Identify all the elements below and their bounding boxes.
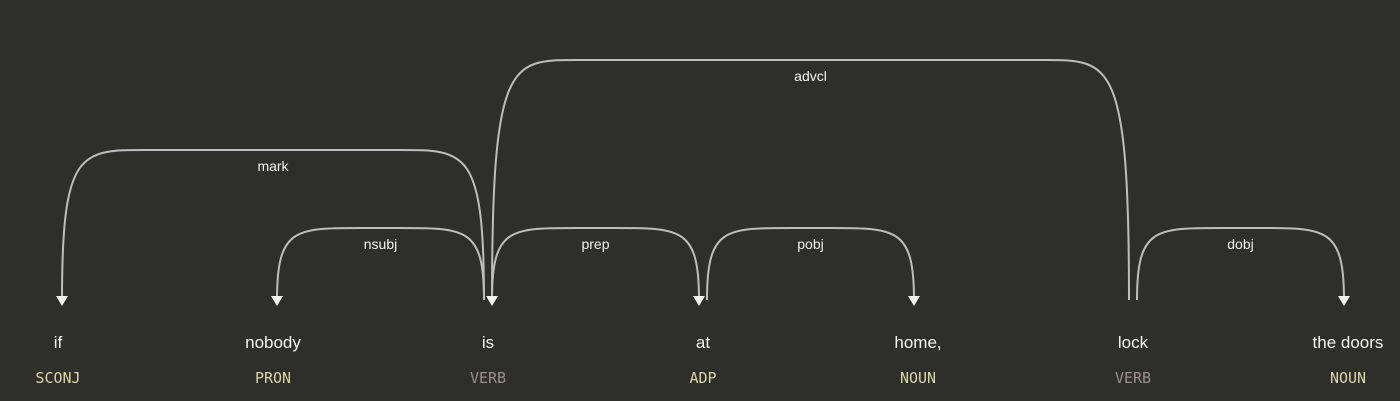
arc-arrowhead (56, 296, 68, 306)
dependency-arc: nsubj (271, 227, 485, 306)
dependency-arc: mark (56, 149, 485, 306)
token-word: the doors (1313, 333, 1384, 352)
dependency-arc: pobj (706, 227, 920, 306)
token-word: if (54, 333, 63, 352)
token-tag: PRON (255, 369, 291, 387)
arc-label: pobj (797, 236, 823, 252)
token-tag: SCONJ (35, 369, 80, 387)
arc-arrowhead (693, 296, 705, 306)
arc-path (1136, 227, 1345, 301)
arc-path (61, 149, 485, 301)
arc-label: mark (257, 158, 289, 174)
token-word: nobody (245, 333, 301, 352)
token-tag: VERB (470, 369, 506, 387)
token-tag: VERB (1115, 369, 1151, 387)
arc-arrowhead (1338, 296, 1350, 306)
token-word: home, (894, 333, 941, 352)
dependency-arc: dobj (1136, 227, 1350, 306)
arc-label: advcl (794, 68, 827, 84)
token-word: is (482, 333, 494, 352)
arc-label: dobj (1227, 236, 1253, 252)
dependency-arc: advcl (486, 59, 1130, 306)
arc-path (491, 227, 700, 301)
token-tag: ADP (689, 369, 716, 387)
token-word: at (696, 333, 710, 352)
dependency-arc: prep (491, 227, 705, 306)
arcs-layer: mark nsubj prep pobj advcl dobj (56, 59, 1350, 306)
arc-path (276, 227, 485, 301)
arc-arrowhead (271, 296, 283, 306)
token-tag: NOUN (1330, 369, 1366, 387)
arc-label: prep (581, 236, 609, 252)
arc-path (491, 59, 1130, 301)
token-word: lock (1118, 333, 1149, 352)
arc-label: nsubj (364, 236, 397, 252)
arc-arrowhead (908, 296, 920, 306)
token: home, NOUN (894, 333, 941, 387)
arc-path (706, 227, 915, 301)
token-tag: NOUN (900, 369, 936, 387)
arc-arrowhead (486, 296, 498, 306)
